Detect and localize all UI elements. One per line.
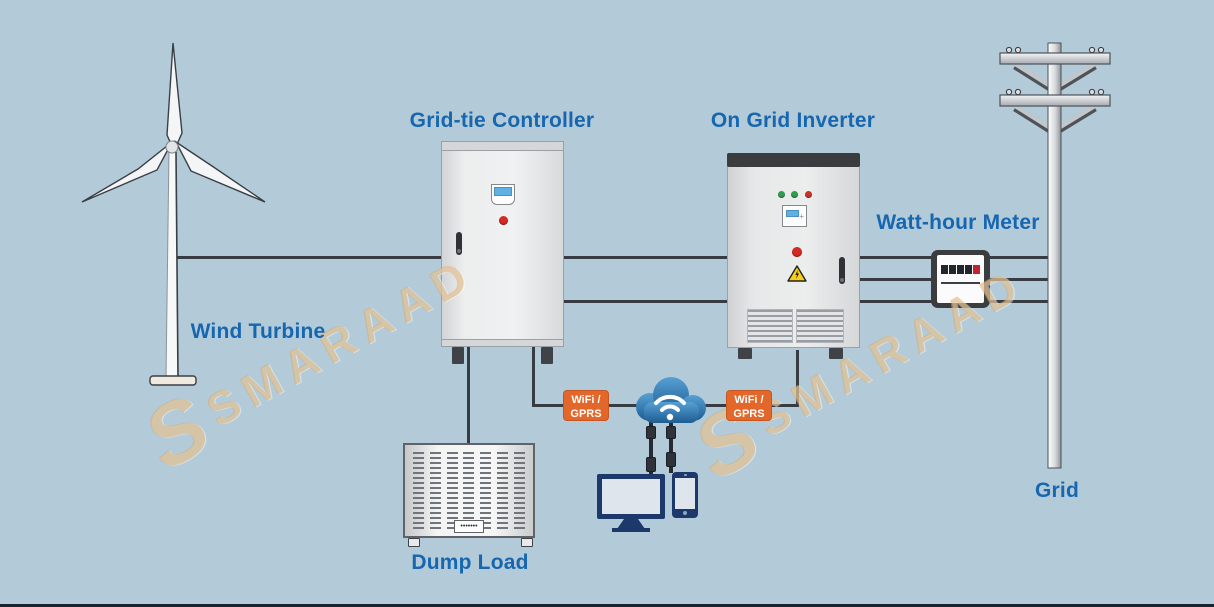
on-grid-inverter-cabinet: + <box>727 153 860 348</box>
wifi-gprs-tag-right: WiFi / GPRS <box>726 390 772 421</box>
dump-load-device: ••••••• <box>403 443 535 538</box>
wifi-gprs-line2: GPRS <box>570 408 602 420</box>
monitor-icon <box>597 474 665 519</box>
controller-display-screen <box>494 187 512 196</box>
wire-inverter-drop <box>796 350 799 407</box>
cabinet-top-band <box>442 142 563 151</box>
cabinet-foot <box>541 347 553 364</box>
wire-inverter-to-grid-middle <box>727 278 1048 281</box>
dump-load-terminal: ••••••• <box>454 520 484 533</box>
inverter-top-band <box>727 153 860 167</box>
label-wind-turbine: Wind Turbine <box>190 320 326 343</box>
grid-tie-controller-cabinet <box>441 141 564 347</box>
wind-turbine-icon <box>81 42 266 386</box>
usb-plug-icon <box>646 426 656 439</box>
wifi-gprs-line2: GPRS <box>733 408 765 420</box>
wire-turbine-to-grid-top <box>175 256 1048 259</box>
monitor-stand <box>617 519 645 529</box>
label-grid-tie-controller: Grid-tie Controller <box>409 109 595 132</box>
inverter-display: + <box>782 205 807 227</box>
phone-speaker <box>684 474 687 476</box>
cabinet-foot <box>738 348 752 359</box>
label-on-grid-inverter: On Grid Inverter <box>710 109 876 132</box>
usb-plug-icon <box>666 426 676 439</box>
label-dump-load: Dump Load <box>411 551 529 574</box>
label-watt-hour-meter: Watt-hour Meter <box>876 211 1040 234</box>
smartphone-icon <box>672 472 698 518</box>
watermark-logo: S <box>127 376 225 489</box>
status-led-red <box>805 191 812 198</box>
usb-plug-icon <box>666 452 676 467</box>
dump-load-fins <box>413 452 525 530</box>
ventilation-grille <box>747 309 793 343</box>
cable-cloud-to-monitor <box>649 420 653 476</box>
ventilation-grille <box>796 309 844 343</box>
status-led-green <box>791 191 798 198</box>
controller-display <box>491 184 515 205</box>
usb-plug-icon <box>646 457 656 472</box>
meter-face <box>937 255 984 303</box>
wifi-gprs-line1: WiFi / <box>571 394 601 406</box>
wire-controller-drop <box>532 344 535 407</box>
dump-load-foot <box>408 538 420 547</box>
monitor-screen <box>602 479 660 514</box>
controller-indicator-light <box>499 216 508 225</box>
status-led-green <box>778 191 785 198</box>
dump-load-foot <box>521 538 533 547</box>
inverter-stop-button <box>792 247 802 257</box>
wire-controller-to-dumpload <box>467 344 470 444</box>
cabinet-bottom-band <box>442 339 563 346</box>
plus-icon: + <box>799 212 804 221</box>
cloud-icon <box>636 377 706 423</box>
wifi-gprs-line1: WiFi / <box>734 394 764 406</box>
utility-pole-icon <box>999 42 1111 469</box>
cabinet-foot <box>452 347 464 364</box>
phone-home-button <box>683 511 687 515</box>
meter-divider <box>941 282 980 284</box>
meter-register-display <box>941 265 980 274</box>
label-grid: Grid <box>1035 479 1079 502</box>
monitor-base <box>612 528 650 532</box>
cabinet-foot <box>829 348 843 359</box>
warning-triangle-icon <box>787 265 807 282</box>
cable-cloud-to-phone <box>669 420 673 473</box>
controller-door-handle <box>456 232 462 255</box>
inverter-door-handle <box>839 257 845 284</box>
watt-hour-meter-device <box>931 250 990 308</box>
wifi-gprs-tag-left: WiFi / GPRS <box>563 390 609 421</box>
inverter-display-screen <box>786 210 799 217</box>
wifi-signal-icon <box>654 394 686 412</box>
phone-screen <box>675 478 695 509</box>
